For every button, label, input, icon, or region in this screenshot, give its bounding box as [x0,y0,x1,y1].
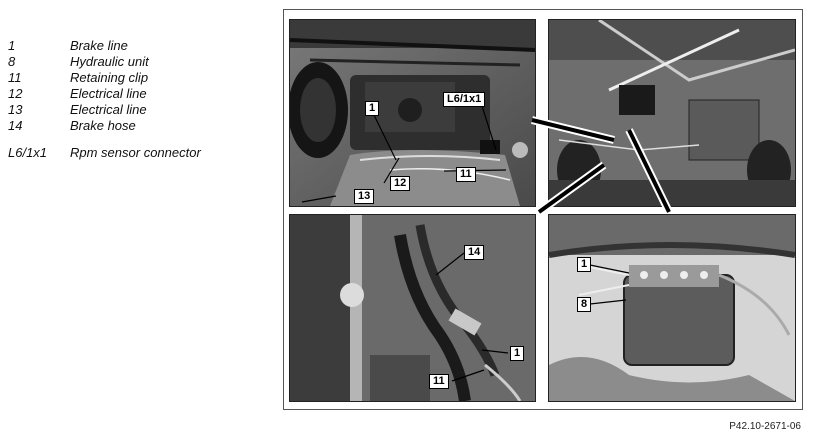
callout-label: 1 [365,101,380,116]
photo-bottom-left [289,214,536,402]
legend-description: Brake hose [70,118,136,133]
photo-top-right [548,19,796,207]
callout-label: 12 [390,176,411,191]
photo-bottom-left-image [290,215,535,401]
callout-label: L6/1x1 [443,92,486,107]
legend-number: 13 [8,102,23,117]
photo-top-left [289,19,536,207]
figure-code: P42.10-2671-06 [729,421,801,432]
legend-description: Hydraulic unit [70,54,149,69]
legend-number: 8 [8,54,16,69]
legend-number: L6/1x1 [8,145,48,160]
legend-number: 14 [8,118,23,133]
legend-description: Electrical line [70,102,147,117]
photo-top-right-image [549,20,795,206]
callout-label: 8 [577,297,592,312]
legend-description: Electrical line [70,86,147,101]
legend-number: 11 [8,70,22,85]
legend-description: Retaining clip [70,70,149,85]
callout-label: 11 [456,167,476,182]
legend-description: Rpm sensor connector [70,145,201,160]
callout-label: 11 [429,374,449,389]
callout-label: 14 [464,245,485,260]
legend-number: 12 [8,86,23,101]
legend-number: 1 [8,38,16,53]
photo-top-left-image [290,20,535,206]
callout-label: 13 [354,189,375,204]
figure-frame: 1 L6/1x1 12 11 13 14 1 11 1 8 [283,9,803,410]
callout-label: 1 [577,257,592,272]
callout-label: 1 [510,346,525,361]
legend-description: Brake line [70,38,128,53]
